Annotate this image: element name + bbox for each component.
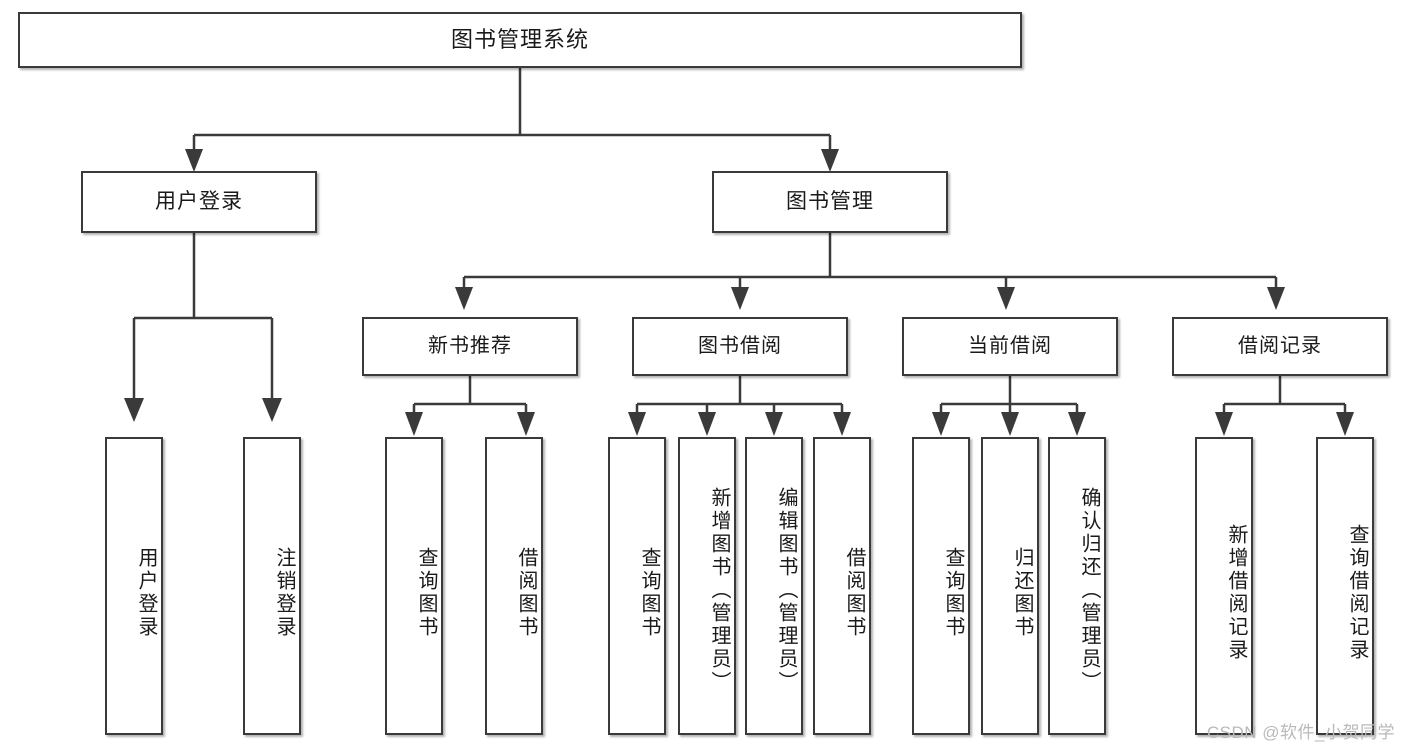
arrow-ul-left	[124, 398, 144, 422]
node-label: 用户登录	[155, 189, 243, 213]
node-current-borrow[interactable]: 当前借阅	[902, 317, 1118, 376]
node-label: 用户登录	[135, 547, 157, 639]
leaf-book-borrow-add[interactable]: 新增图书（管理员）	[678, 437, 736, 735]
leaf-borrow-record-add[interactable]: 新增借阅记录	[1195, 437, 1253, 735]
leaf-user-login-signout[interactable]: 注销登录	[243, 437, 301, 735]
arrow-bb-1	[628, 412, 646, 436]
arrow-cb-2	[1001, 412, 1019, 436]
node-label: 归还图书	[1011, 547, 1033, 639]
node-book-management[interactable]: 图书管理	[712, 171, 948, 233]
node-user-login[interactable]: 用户登录	[81, 171, 317, 233]
leaf-book-borrow-borrow[interactable]: 借阅图书	[813, 437, 871, 735]
arrow-nb-r	[517, 412, 535, 436]
node-borrow-record[interactable]: 借阅记录	[1172, 317, 1388, 376]
arrow-current-borrow	[997, 287, 1015, 310]
node-label: 当前借阅	[968, 334, 1052, 357]
node-root-book-management-system[interactable]: 图书管理系统	[18, 12, 1022, 68]
node-label: 编辑图书（管理员）	[775, 486, 797, 694]
arrow-new-book	[455, 287, 473, 310]
node-book-borrow[interactable]: 图书借阅	[632, 317, 848, 376]
arrow-br-1	[1215, 412, 1233, 436]
leaf-current-borrow-return[interactable]: 归还图书	[981, 437, 1039, 735]
leaf-user-login-signin[interactable]: 用户登录	[105, 437, 163, 735]
arrow-borrow-record	[1267, 287, 1285, 310]
leaf-new-book-query[interactable]: 查询图书	[385, 437, 443, 735]
node-label: 确认归还（管理员）	[1078, 486, 1100, 694]
leaf-book-borrow-edit[interactable]: 编辑图书（管理员）	[745, 437, 803, 735]
arrow-cb-1	[932, 412, 950, 436]
node-label: 借阅图书	[515, 547, 537, 639]
node-label: 新书推荐	[428, 334, 512, 357]
arrow-ul-right	[262, 398, 282, 422]
arrow-br-2	[1336, 412, 1354, 436]
node-label: 图书借阅	[698, 334, 782, 357]
leaf-current-borrow-confirm-return[interactable]: 确认归还（管理员）	[1048, 437, 1106, 735]
leaf-book-borrow-query[interactable]: 查询图书	[608, 437, 666, 735]
node-new-book-recommend[interactable]: 新书推荐	[362, 317, 578, 376]
arrow-book-borrow	[731, 287, 749, 310]
arrow-cb-3	[1068, 412, 1086, 436]
node-label: 图书管理	[786, 189, 874, 213]
node-label: 注销登录	[273, 547, 295, 639]
node-label: 查询图书	[638, 547, 660, 639]
node-label: 借阅记录	[1238, 334, 1322, 357]
node-label: 图书管理系统	[450, 26, 589, 52]
arrow-user-login	[185, 149, 203, 172]
node-label: 新增借阅记录	[1225, 524, 1247, 662]
arrow-nb-l	[405, 412, 423, 436]
leaf-new-book-borrow[interactable]: 借阅图书	[485, 437, 543, 735]
arrow-book-mgmt	[821, 149, 839, 172]
leaf-current-borrow-query[interactable]: 查询图书	[912, 437, 970, 735]
arrow-bb-2	[698, 412, 716, 436]
csdn-watermark: CSDN @软件_小贺同学	[1206, 723, 1395, 742]
arrow-bb-4	[833, 412, 851, 436]
node-label: 查询图书	[415, 547, 437, 639]
arrow-bb-3	[765, 412, 783, 436]
node-label: 查询借阅记录	[1346, 524, 1368, 662]
node-label: 新增图书（管理员）	[708, 486, 730, 694]
leaf-borrow-record-query[interactable]: 查询借阅记录	[1316, 437, 1374, 735]
node-label: 借阅图书	[843, 547, 865, 639]
node-label: 查询图书	[942, 547, 964, 639]
